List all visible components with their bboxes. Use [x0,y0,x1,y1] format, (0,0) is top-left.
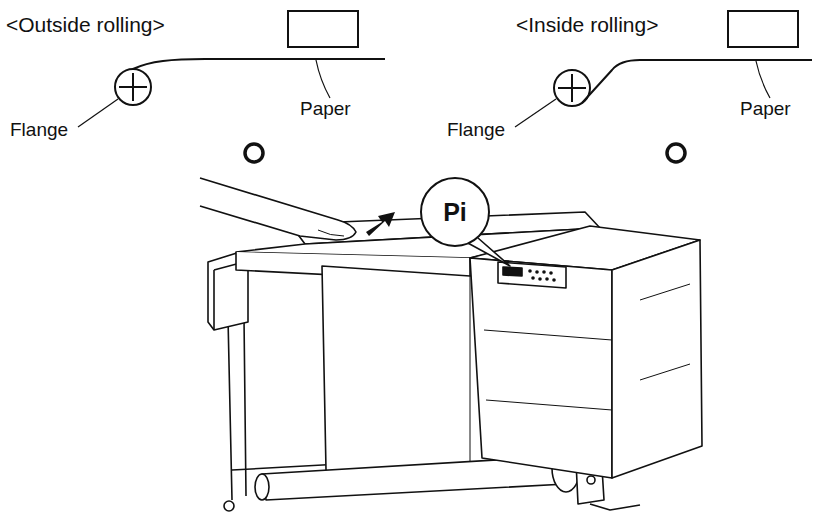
panel-button [552,278,556,282]
housing-seam [484,330,612,410]
callout-label: Pi [443,198,467,227]
section-title: <Inside rolling> [516,13,658,36]
panel-button [538,277,542,281]
leader-line [515,99,556,127]
take-up-base [590,504,640,510]
leader-line [78,99,118,127]
side-unit-edge [214,262,244,330]
panel-button [528,269,532,273]
paper-line [582,60,812,103]
callout-bubble: Pi [420,177,490,247]
leader-line [756,61,770,98]
roller-circle [245,144,263,162]
arm [200,178,356,240]
panel-button [542,270,546,274]
push-arrow [366,212,395,236]
paper-line [133,59,385,69]
printer-drawing [200,178,702,511]
panel-buttons [528,269,556,282]
print-head-box [728,11,798,47]
caster [224,501,234,511]
print-head-box [288,11,358,47]
roll-end [255,474,269,500]
flange-cross [119,86,147,88]
take-up-knob [587,476,595,484]
flange-circle [115,69,151,105]
leader-line [316,60,330,98]
paper-fold [470,276,471,466]
panel-button [549,271,553,275]
flange-cross [558,87,586,89]
housing-seam [640,284,690,380]
part-name: Flange [447,120,505,141]
panel-button [531,276,535,280]
panel-button [535,270,539,274]
roller-circle [667,144,685,162]
part-name: Paper [300,99,351,120]
stand-leg [228,318,246,500]
part-name: Paper [740,99,791,120]
section-title: <Outside rolling> [6,13,165,36]
housing-front [470,258,612,478]
panel-button [545,277,549,281]
part-name: Flange [10,120,68,141]
hand-detail [318,230,344,236]
housing-side [612,240,702,478]
panel-display [503,267,522,276]
